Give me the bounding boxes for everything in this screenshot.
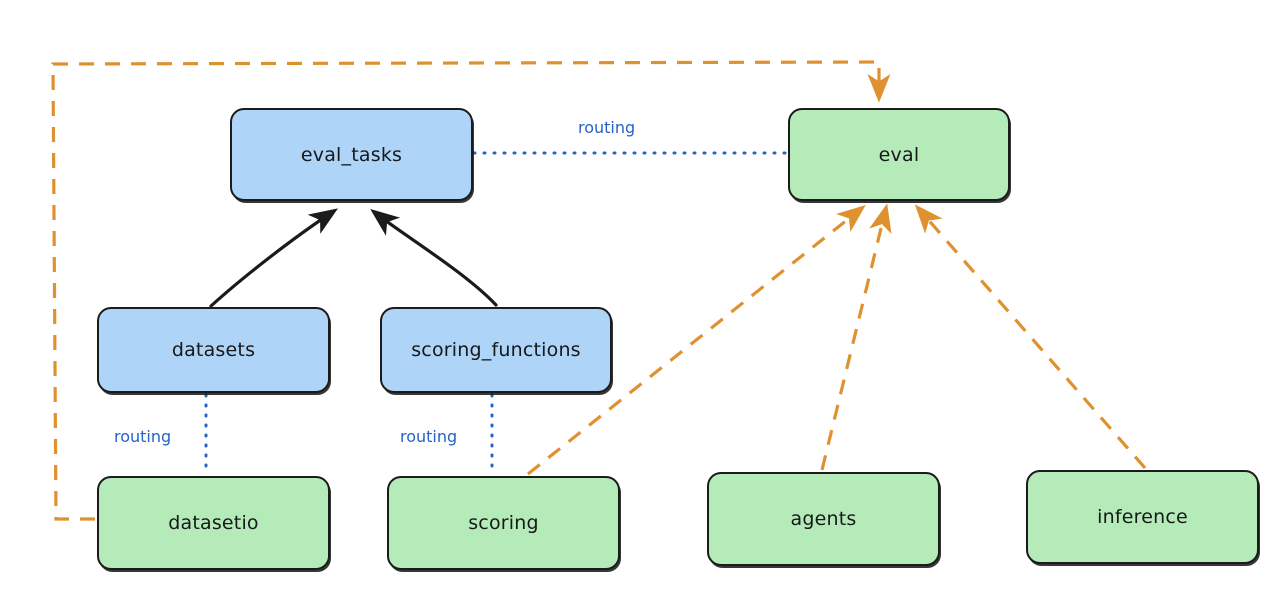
node-scoring[interactable]: scoring: [387, 476, 620, 570]
node-datasetio[interactable]: datasetio: [97, 476, 330, 570]
node-label-agents: agents: [790, 508, 857, 530]
edge-scoring_functions-to-eval_tasks: [370, 209, 498, 307]
edge-inference-to-eval: [914, 204, 1147, 470]
edge-datasetio-to-eval: [51, 60, 891, 521]
node-agents[interactable]: agents: [707, 472, 940, 566]
node-label-scoring_functions: scoring_functions: [411, 339, 581, 361]
node-label-eval: eval: [878, 143, 920, 166]
edge-label-routing-datasets-datasetio: routing: [114, 427, 172, 446]
edge-label-routing-scoring_functions-scoring: routing: [400, 427, 458, 446]
node-eval[interactable]: eval: [788, 108, 1010, 201]
edge-datasets-to-eval_tasks: [209, 208, 339, 308]
edge-label-routing-eval_tasks-eval: routing: [578, 118, 636, 137]
node-eval_tasks[interactable]: eval_tasks: [230, 108, 473, 201]
node-datasets[interactable]: datasets: [97, 307, 330, 393]
edge-agents-to-eval: [820, 203, 892, 471]
node-label-datasetio: datasetio: [168, 512, 259, 534]
node-scoring_functions[interactable]: scoring_functions: [380, 307, 612, 393]
node-label-scoring: scoring: [468, 512, 539, 534]
node-inference[interactable]: inference: [1026, 470, 1259, 564]
node-label-inference: inference: [1097, 506, 1188, 528]
node-label-eval_tasks: eval_tasks: [300, 143, 403, 166]
node-label-datasets: datasets: [171, 339, 256, 361]
edge-scoring-to-eval: [527, 205, 866, 476]
